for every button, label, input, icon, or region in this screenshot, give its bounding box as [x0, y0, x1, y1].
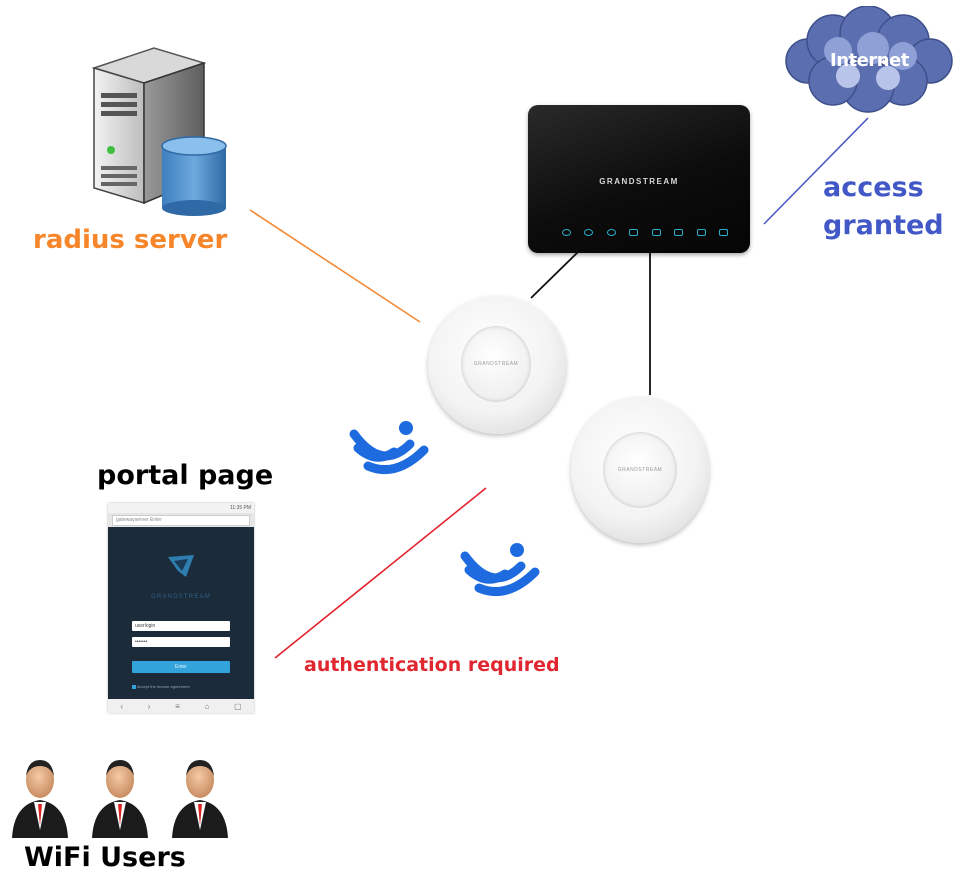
portal-password-field[interactable]: •••••••: [132, 637, 230, 647]
wifi-signal-icon: [457, 538, 549, 608]
tabs-icon[interactable]: ▢: [234, 701, 242, 711]
portal-username-field[interactable]: userlogin: [132, 621, 230, 631]
portal-logo-icon: [166, 553, 196, 579]
home-icon[interactable]: ⌂: [204, 701, 210, 711]
globe-led-icon: [606, 229, 616, 236]
radius-server-label: radius server: [33, 225, 228, 255]
router-device: GRANDSTREAM: [528, 105, 750, 253]
wifi-users-label: WiFi Users: [24, 842, 186, 873]
back-icon[interactable]: ‹: [120, 701, 124, 711]
wifi-signal-icon: [346, 416, 438, 486]
portal-enter-button[interactable]: Enter: [132, 661, 230, 673]
power-led-icon: [562, 229, 571, 236]
radius-server-icon: [84, 38, 234, 218]
phone-url-text: gatewayserver Enter: [112, 514, 250, 526]
wifi-users-group: [8, 752, 248, 842]
port-led-icon: [651, 229, 661, 236]
user-avatar-icon: [172, 760, 228, 838]
portal-brand-text: GRANDSTREAM: [151, 594, 211, 600]
radius-link-line: [249, 209, 421, 323]
router-led-row: [562, 229, 728, 236]
auth-link-line: [274, 487, 487, 659]
internet-cloud-icon: Internet: [778, 5, 958, 116]
portal-agree-checkbox-label[interactable]: Accept the license agreement: [132, 684, 190, 689]
port-led-icon: [696, 229, 706, 236]
port-led-icon: [718, 229, 728, 236]
user-avatars: [12, 760, 228, 838]
portal-page-title: portal page: [97, 460, 274, 491]
globe-led-icon: [584, 229, 594, 236]
portal-agree-checkbox[interactable]: [132, 684, 136, 689]
forward-icon[interactable]: ›: [147, 701, 151, 711]
access-granted-label-line1: access: [823, 172, 924, 203]
access-point-2-brand: GRANDSTREAM: [617, 467, 663, 473]
phone-nav-bar: ‹ › ≡ ⌂ ▢: [108, 699, 254, 713]
router-ap1-cable: [530, 251, 579, 299]
access-point-2-center: GRANDSTREAM: [603, 432, 677, 508]
access-point-1-brand: GRANDSTREAM: [473, 361, 519, 367]
port-led-icon: [629, 229, 639, 236]
authentication-required-label: authentication required: [304, 654, 560, 676]
menu-icon[interactable]: ≡: [175, 701, 180, 711]
phone-url-bar: gatewayserver Enter: [108, 513, 254, 527]
router-brand-label: GRANDSTREAM: [599, 177, 679, 186]
internet-label: Internet: [830, 50, 909, 71]
portal-agree-text: Accept the license agreement: [136, 684, 190, 689]
internet-link-line: [763, 117, 869, 225]
access-point-1-center: GRANDSTREAM: [461, 326, 531, 402]
user-avatar-icon: [92, 760, 148, 838]
phone-status-bar: 11:35 PM: [108, 503, 254, 513]
access-granted-label-line2: granted: [823, 210, 944, 241]
user-avatar-icon: [12, 760, 68, 838]
port-led-icon: [674, 229, 684, 236]
portal-page-screenshot: 11:35 PM gatewayserver Enter GRANDSTREAM…: [108, 503, 254, 713]
access-point-2: GRANDSTREAM: [571, 397, 709, 543]
access-point-1: GRANDSTREAM: [428, 296, 566, 434]
